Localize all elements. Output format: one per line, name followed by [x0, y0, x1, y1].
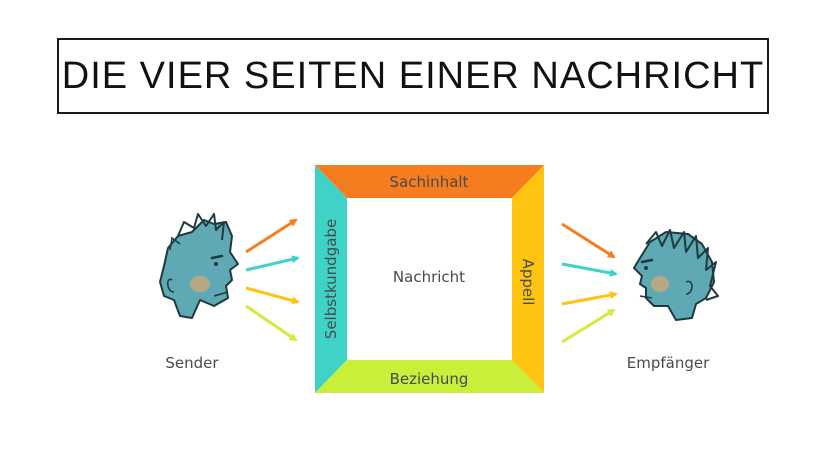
receiver-head-icon	[633, 229, 719, 321]
page-title: DIE VIER SEITEN EINER NACHRICHT	[61, 54, 765, 97]
side-top-sachinhalt	[315, 165, 544, 198]
arrow-lime-left	[245, 304, 298, 342]
arrow-cyan-left	[245, 255, 300, 272]
sender-label: Sender	[165, 354, 219, 372]
sender-arrows	[245, 218, 300, 342]
arrow-orange-right	[561, 222, 616, 259]
arrow-yellow-right	[561, 291, 618, 306]
arrow-cyan-right	[561, 262, 618, 277]
message-center-label: Nachricht	[393, 268, 465, 286]
arrow-lime-right	[561, 308, 616, 344]
receiver-arrows	[561, 222, 618, 344]
title-box: DIE VIER SEITEN EINER NACHRICHT	[57, 38, 769, 114]
side-bottom-beziehung	[315, 360, 544, 393]
arrow-yellow-left	[245, 286, 300, 305]
side-left-selbstkundgabe	[315, 165, 347, 393]
arrow-orange-left	[245, 218, 298, 254]
side-right-label: Appell	[519, 259, 537, 306]
sender-head-icon	[159, 213, 239, 319]
message-center-area	[347, 198, 512, 360]
side-right-appell	[512, 165, 544, 393]
side-top-label: Sachinhalt	[390, 173, 469, 191]
receiver-label: Empfänger	[627, 354, 710, 372]
side-bottom-label: Beziehung	[390, 370, 469, 388]
message-frame	[315, 165, 544, 393]
side-left-label: Selbstkundgabe	[322, 219, 340, 339]
